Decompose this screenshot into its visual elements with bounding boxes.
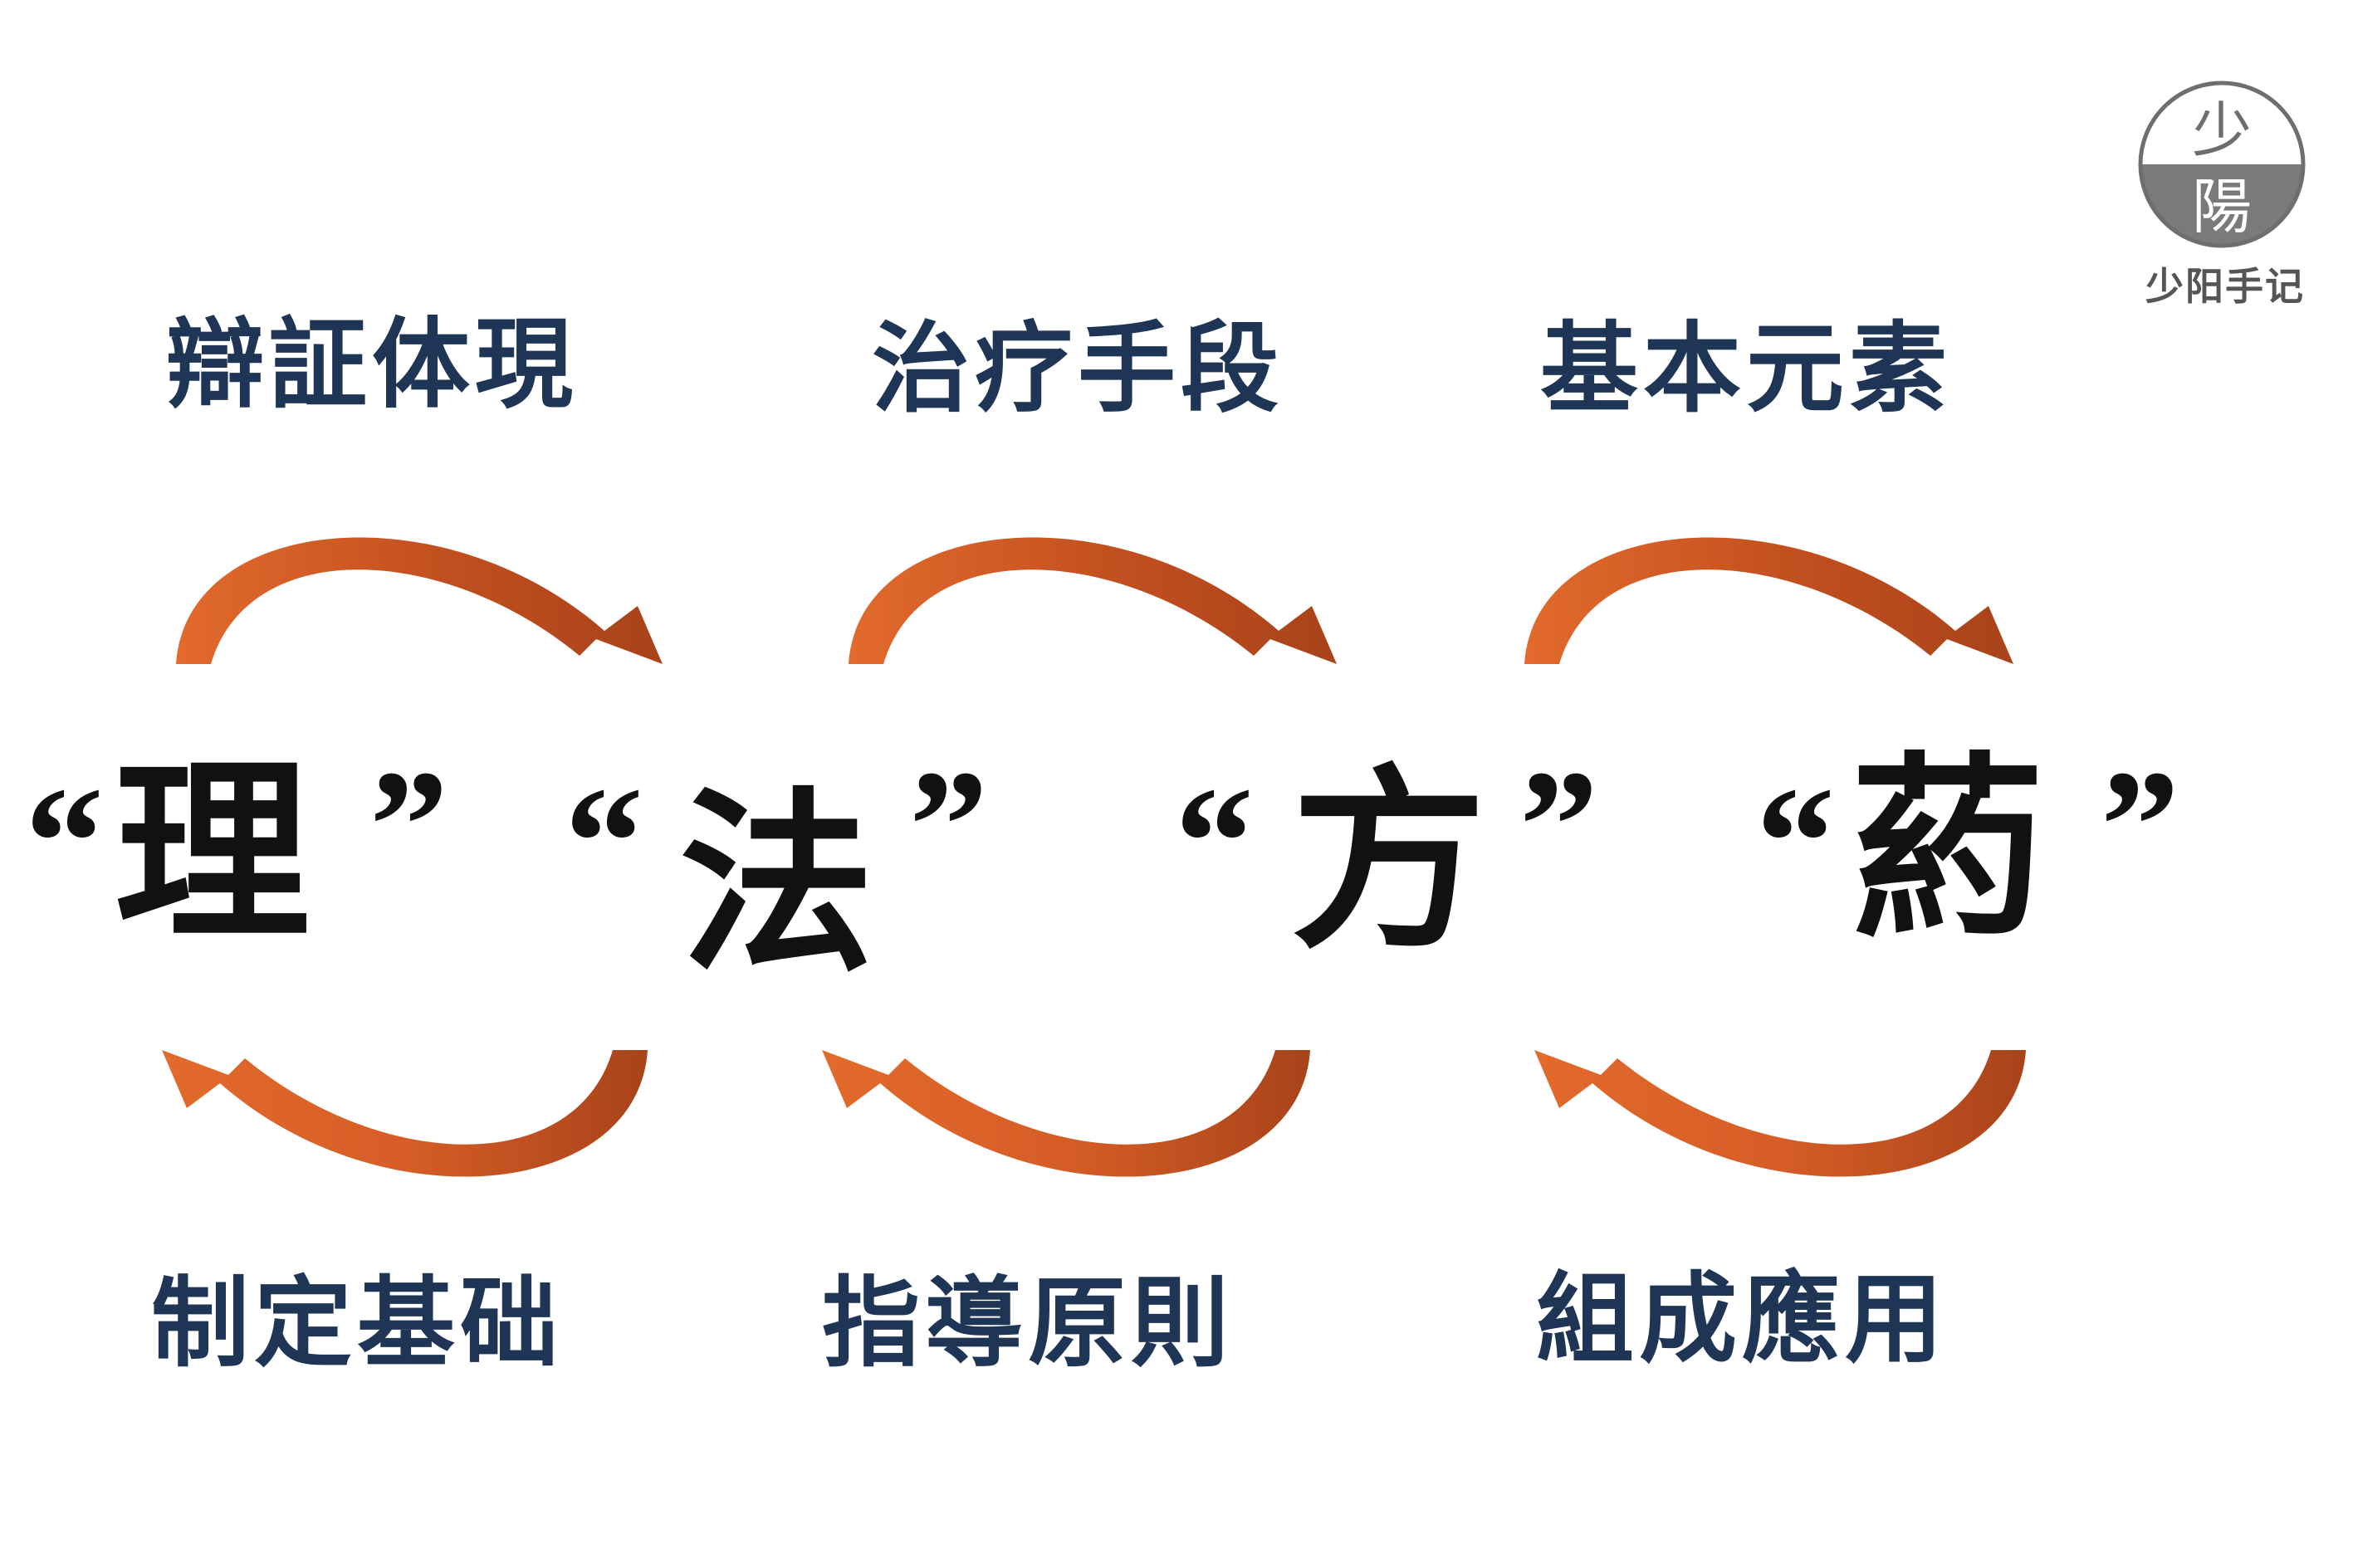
top-label-zhiliao: 治疗手段 [872,310,1284,426]
quote-open-li: “ [25,755,104,930]
top-label-bianzheng: 辯証体現 [166,306,579,422]
bottom-label-zhidao: 指導原則 [822,1265,1235,1380]
quote-open-fang: “ [1175,755,1254,930]
shaoyang-seal-logo: 少 陽 [2138,81,2306,248]
concept-fang: 方 [1291,746,1486,975]
bottom-arrow-1 [162,1050,648,1177]
quote-open-yao: “ [1756,755,1835,930]
quote-close-li: ” [369,739,448,913]
bottom-arrow-2 [822,1050,1310,1177]
quote-open-fa: “ [565,755,643,930]
top-arrow-2 [849,537,1337,664]
seal-top-glyph: 少 [2192,95,2252,165]
logo-caption: 少阳手记 [2145,264,2305,309]
top-arrow-3 [1524,537,2013,664]
top-label-jiben: 基本元素 [1540,310,1953,426]
bottom-label-zhiding: 制定基础 [151,1265,564,1380]
quote-close-fa: ” [909,739,988,913]
top-arrow-1 [176,537,663,664]
seal-bottom-glyph: 陽 [2192,172,2252,242]
concept-yao: 葯 [1850,734,2045,963]
concept-li: 理 [115,738,310,967]
bottom-arrow-group [162,1050,2026,1177]
quote-close-yao: ” [2101,739,2179,913]
bottom-label-zucheng: 組成應用 [1536,1261,1949,1376]
quote-close-fang: ” [1519,739,1598,913]
bottom-arrow-3 [1534,1050,2026,1177]
concept-fa: 法 [679,769,874,999]
top-arrow-group [176,537,2013,664]
